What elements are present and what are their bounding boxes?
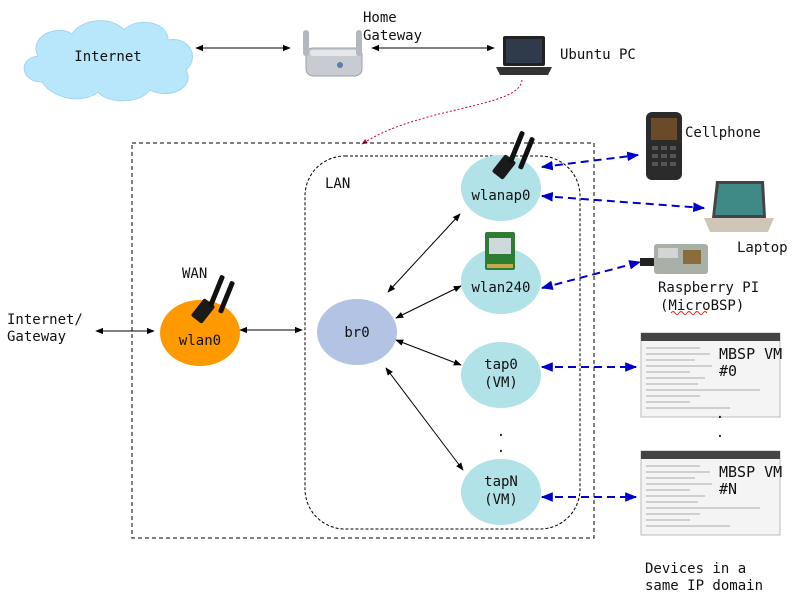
- external-label-1: Internet/: [7, 312, 83, 328]
- router-icon: [303, 30, 363, 77]
- br0-wlan240-link: [395, 285, 462, 319]
- wlan0-node: [160, 300, 240, 366]
- lan-label: LAN: [325, 176, 350, 192]
- laptop-icon: [496, 36, 552, 75]
- tapN-label-1: tapN: [484, 474, 518, 490]
- tap0-node: [461, 342, 541, 408]
- vmN-label-1: MBSP VM: [719, 463, 782, 481]
- wlanap0-node: [461, 155, 541, 221]
- br0-wlanap0-link: [387, 213, 461, 293]
- wlan240-node: [461, 248, 541, 314]
- footer-label-2: same IP domain: [645, 578, 763, 594]
- device-ellipsis-2: .: [716, 425, 724, 441]
- footer-label-1: Devices in a: [645, 561, 746, 577]
- br0-label: br0: [344, 325, 369, 341]
- internet-label: Internet: [74, 49, 141, 65]
- home-gateway-label-2: Gateway: [363, 28, 422, 44]
- spellcheck-mark: [670, 311, 708, 315]
- lan-ellipsis-2: .: [497, 440, 505, 456]
- wan-label: WAN: [182, 266, 207, 282]
- rpi-label-1: Raspberry PI: [658, 280, 759, 296]
- internet-cloud: Internet: [23, 20, 193, 102]
- terminal-window-icon: [640, 332, 781, 418]
- tapN-label-2: (VM): [484, 492, 518, 508]
- tapN-node: [461, 459, 541, 525]
- usb-wifi-adapter-icon: [492, 131, 535, 180]
- lan-box: [304, 155, 581, 530]
- tap0-label-2: (VM): [484, 375, 518, 391]
- terminal-window-icon: [640, 450, 781, 536]
- cellphone-label: Cellphone: [685, 125, 761, 141]
- br0-node: [317, 299, 397, 365]
- network-box: [131, 142, 595, 539]
- rpi-label-2: (MicroBSP): [660, 298, 744, 314]
- pc-to-network-arrow: [361, 79, 523, 145]
- wlan240-rpi-link: [540, 260, 642, 290]
- home-gateway-label-1: Home: [363, 10, 397, 26]
- br0-tapN-link: [385, 367, 464, 471]
- wlanap0-label: wlanap0: [471, 188, 530, 204]
- laptop-label: Laptop: [737, 240, 788, 256]
- cloud-icon: [23, 20, 193, 102]
- feature-phone-icon: [646, 112, 682, 180]
- tap0-label-1: tap0: [484, 357, 518, 373]
- vmN-label-2: #N: [719, 480, 737, 498]
- laptop-icon: [704, 181, 774, 232]
- external-label-2: Gateway: [7, 329, 66, 345]
- wlan240-label: wlan240: [471, 280, 530, 296]
- br0-tap0-link: [395, 339, 462, 366]
- wlanap0-laptop-link: [540, 192, 706, 212]
- device-ellipsis-1: .: [716, 406, 724, 422]
- lan-ellipsis-1: .: [497, 424, 505, 440]
- usb-wifi-adapter-icon: [191, 275, 235, 324]
- ubuntu-pc-label: Ubuntu PC: [560, 47, 636, 63]
- vm0-label-1: MBSP VM: [719, 345, 782, 363]
- raspberry-pi-icon: [640, 244, 708, 274]
- wlan0-label: wlan0: [179, 333, 221, 349]
- wlanap0-cellphone-link: [540, 151, 640, 171]
- m2-wifi-card-icon: [485, 232, 515, 270]
- vm0-label-2: #0: [719, 362, 737, 380]
